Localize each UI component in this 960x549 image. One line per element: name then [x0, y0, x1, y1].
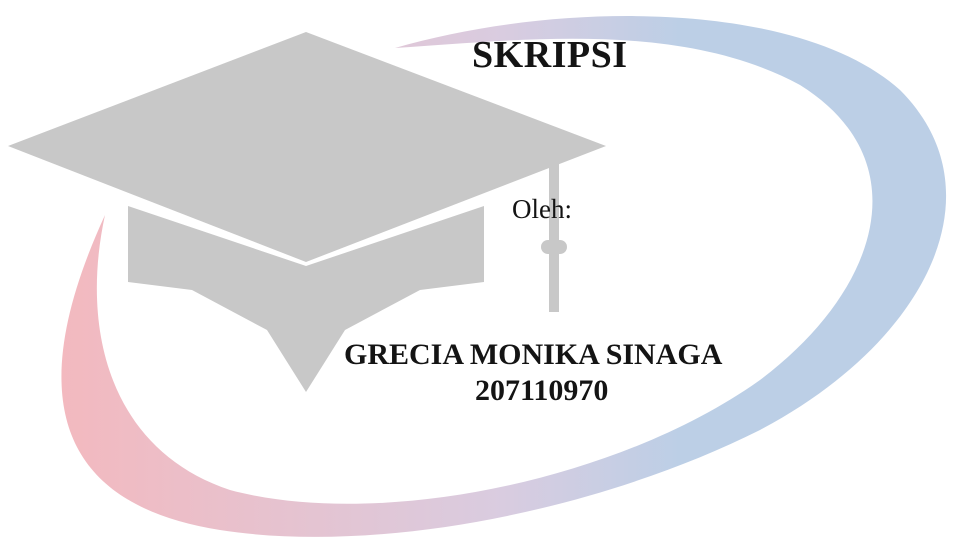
byline-label: Oleh:	[512, 194, 572, 224]
cap-tassel-cord	[549, 160, 559, 312]
document-title: SKRIPSI	[472, 34, 628, 76]
cap-base	[128, 206, 484, 392]
cap-board	[8, 32, 606, 262]
cap-tassel-knot	[541, 240, 567, 254]
author-name: GRECIA MONIKA SINAGA	[344, 338, 723, 371]
student-id: 207110970	[475, 374, 609, 407]
ribbon-swoosh-icon	[61, 16, 947, 537]
graduation-cap-icon	[8, 32, 606, 392]
